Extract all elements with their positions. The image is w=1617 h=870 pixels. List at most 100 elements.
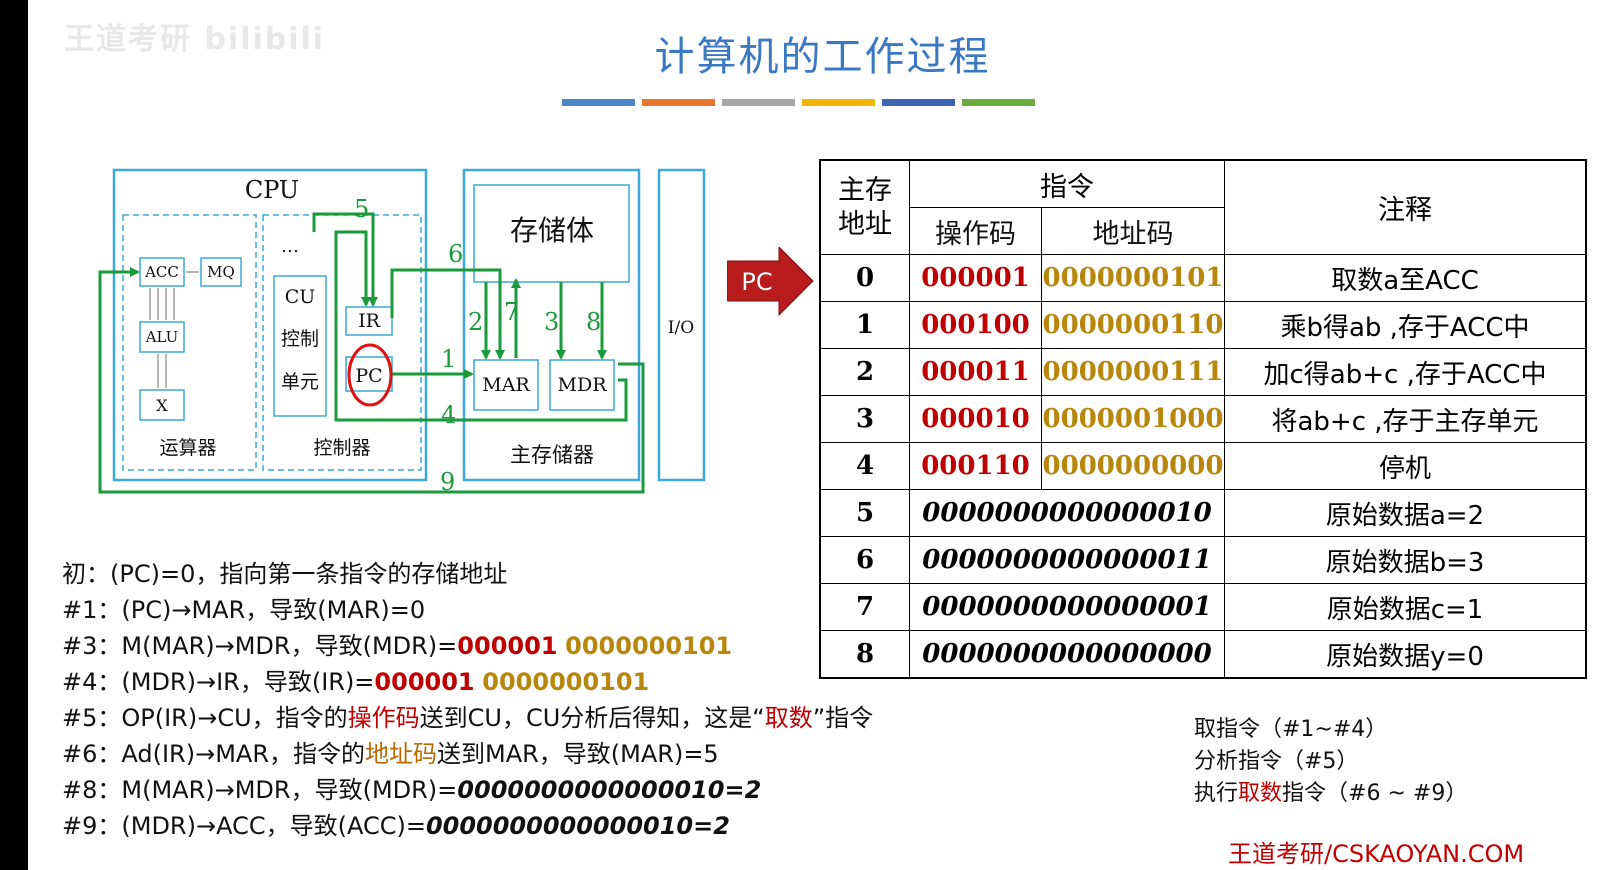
row-address: 4	[819, 442, 910, 490]
row-address: 8	[819, 630, 910, 679]
step-text: #6：Ad(IR)→MAR，指令的	[62, 740, 365, 768]
row-data: 0000000000000001	[909, 583, 1225, 631]
ir-label: IR	[358, 310, 381, 332]
phase-keyword: 取数	[1238, 781, 1283, 806]
step-label-2: 2	[468, 308, 483, 336]
step-label-1: 1	[441, 345, 456, 373]
step-line-init: 初：(PC)=0，指向第一条指令的存储地址	[62, 560, 508, 588]
main-memory-box	[462, 168, 641, 482]
computer-architecture-diagram: CPU ACC MQ ALU X 运算器 CU 控制 单元 … IR PC 控制…	[98, 168, 706, 496]
title-bar	[802, 99, 875, 106]
title-bar	[562, 99, 635, 106]
row-address: 2	[819, 348, 910, 396]
table-row: 6 0000000000000011 原始数据b=3	[819, 536, 1587, 584]
table-row: 1 000100 0000000110 乘b得ab ,存于ACC中	[819, 301, 1587, 349]
step-keyword: 取数	[764, 704, 813, 732]
alu-box	[139, 321, 185, 353]
footer-brand: 王道考研/CSKAOYAN.COM	[1228, 840, 1525, 868]
mq-label: MQ	[207, 263, 235, 281]
mdr-label: MDR	[558, 374, 608, 396]
step-line-5: #5：OP(IR)→CU，指令的操作码送到CU，CU分析后得知，这是“取数”指令	[62, 700, 873, 736]
row-note: 乘b得ab ,存于ACC中	[1224, 301, 1587, 349]
row-address: 5	[819, 489, 910, 537]
step-text: 送到MAR，导致(MAR)=5	[437, 740, 719, 768]
alu-unit-dashed	[122, 214, 257, 471]
step-text: #3：M(MAR)→MDR，导致(MDR)=	[62, 632, 458, 660]
title-bar	[962, 99, 1035, 106]
row-note: 原始数据y=0	[1224, 630, 1587, 679]
row-address: 7	[819, 583, 910, 631]
alu-unit-label: 运算器	[159, 437, 216, 459]
main-memory-label: 主存储器	[510, 443, 594, 467]
step-text: ”指令	[812, 704, 874, 732]
step-label-6: 6	[448, 240, 463, 268]
step-line-9: #9：(MDR)→ACC，导致(ACC)=0000000000000010=2	[62, 808, 873, 844]
header-instruction: 指令	[909, 159, 1225, 208]
slide-title: 计算机的工作过程	[654, 34, 991, 80]
slide: 王道考研 bilibili 计算机的工作过程	[28, 0, 1617, 870]
instruction-memory-table: 主存 地址 指令 注释 操作码 地址码 0 000001 0000000101 …	[819, 159, 1587, 679]
phase-text: 指令（#6 ~ #9）	[1282, 781, 1468, 806]
pc-pointer-arrow: PC	[727, 247, 814, 317]
table-row: 5 0000000000000010 原始数据a=2	[819, 489, 1587, 537]
row-note: 原始数据b=3	[1224, 536, 1587, 584]
table-row: 3 000010 0000001000 将ab+c ,存于主存单元	[819, 395, 1587, 443]
step-keyword: 地址码	[365, 740, 437, 768]
step-opcode: 000001	[374, 668, 475, 696]
ellipsis-label: …	[281, 236, 299, 257]
cu-label-line1: CU	[285, 286, 316, 308]
pc-label: PC	[355, 365, 382, 387]
step-text: #8：M(MAR)→MDR，导致(MDR)=	[62, 776, 458, 804]
title-bar	[722, 99, 795, 106]
execution-steps: 初：(PC)=0，指向第一条指令的存储地址 #1：(PC)→MAR，导致(MAR…	[62, 556, 873, 844]
path-6	[390, 268, 505, 360]
step-line-6: #6：Ad(IR)→MAR，指令的地址码送到MAR，导致(MAR)=5	[62, 736, 873, 772]
step-line-4: #4：(MDR)→IR，导致(IR)=000001 0000000101	[62, 664, 873, 700]
io-box	[657, 168, 706, 482]
table-row: 7 0000000000000001 原始数据c=1	[819, 583, 1587, 631]
row-address-code: 0000001000	[1041, 395, 1225, 443]
cpu-label: CPU	[245, 176, 299, 204]
step-text: #5：OP(IR)→CU，指令的	[62, 704, 348, 732]
step-text: #9：(MDR)→ACC，导致(ACC)=	[62, 812, 426, 840]
table-row: 0 000001 0000000101 取数a至ACC	[819, 254, 1587, 302]
row-data: 0000000000000000	[909, 630, 1225, 679]
row-data: 0000000000000010	[909, 489, 1225, 537]
row-opcode: 000010	[909, 395, 1042, 443]
row-note: 取数a至ACC	[1224, 254, 1587, 302]
step-value: 0000000000000010=2	[457, 776, 762, 804]
step-label-9: 9	[440, 468, 455, 496]
step-label-5: 5	[354, 195, 369, 223]
cu-label-line2: 控制	[281, 328, 319, 350]
step-label-8: 8	[586, 308, 601, 336]
row-address: 6	[819, 536, 910, 584]
control-unit-dashed	[262, 214, 422, 471]
x-box	[139, 389, 185, 421]
alu-label: ALU	[145, 328, 179, 346]
table-row: 4 000110 0000000000 停机	[819, 442, 1587, 490]
ir-box	[345, 306, 393, 336]
step-label-4: 4	[441, 401, 456, 429]
step-text: 送到CU，CU分析后得知，这是“	[419, 704, 765, 732]
row-note: 将ab+c ,存于主存单元	[1224, 395, 1587, 443]
row-address-code: 0000000000	[1041, 442, 1225, 490]
row-address-code: 0000000110	[1041, 301, 1225, 349]
io-label: I/O	[668, 318, 694, 338]
title-bar	[642, 99, 715, 106]
phase-fetch: 取指令（#1~#4）	[1194, 717, 1388, 742]
watermark: 王道考研 bilibili	[64, 22, 326, 57]
header-main-address: 主存 地址	[819, 159, 910, 255]
control-unit-label: 控制器	[313, 437, 370, 459]
phase-text: 执行	[1194, 781, 1239, 806]
mar-box	[473, 359, 539, 411]
cu-box	[273, 275, 327, 417]
cpu-box	[112, 168, 428, 482]
path-4	[334, 230, 628, 422]
internal-bus-arrows	[149, 271, 199, 388]
step-address-code: 0000000101	[565, 632, 733, 660]
x-label: X	[156, 396, 168, 415]
mar-label: MAR	[482, 374, 530, 396]
row-opcode: 000001	[909, 254, 1042, 302]
row-address-code: 0000000111	[1041, 348, 1225, 396]
pc-highlight-circle	[347, 343, 393, 407]
